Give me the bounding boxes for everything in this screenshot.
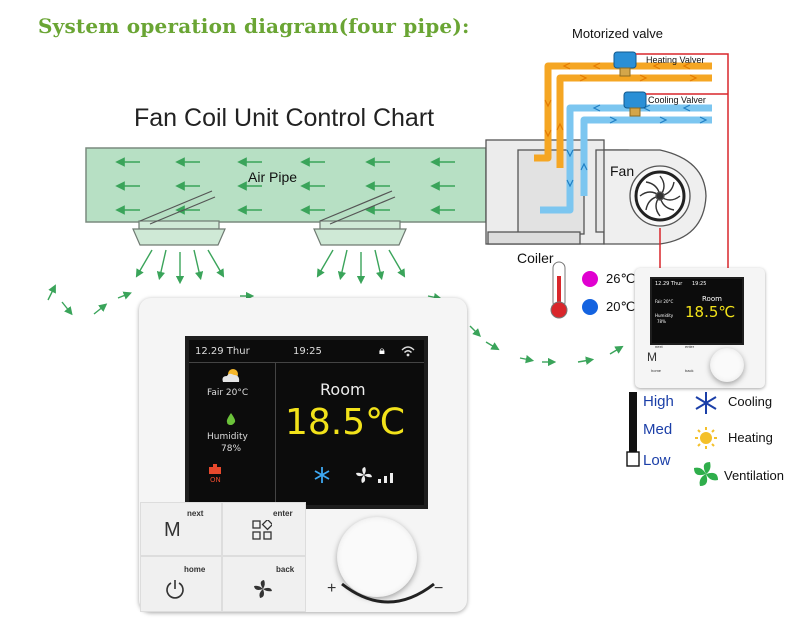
fan-back-icon (254, 580, 272, 598)
back-button[interactable] (222, 556, 306, 612)
screen-date: 12.29 Thur (195, 346, 250, 357)
header-title: System operation diagram(four pipe): (38, 14, 470, 38)
weather-cloud-icon (222, 369, 240, 382)
air-duct (85, 147, 487, 223)
m-glyph: M (164, 519, 181, 541)
screen-room-temperature: 18.5℃ (285, 402, 406, 443)
air-diffuser-right (313, 190, 407, 246)
dial-minus-label: − (434, 580, 444, 597)
heating-valve-graphic (613, 51, 637, 77)
thermostat-small-screen: 12.29 Thur 19:25 Fair 20°C Humidity 78% … (650, 277, 744, 345)
heating-valve-label: Heating Valver (646, 55, 705, 65)
small-screen-time: 19:25 (692, 281, 707, 287)
power-icon (166, 580, 184, 599)
lock-icon: 🔒︎ (379, 344, 385, 357)
humidity-drop-icon (226, 413, 236, 425)
screen-humidity-label: Humidity (207, 432, 248, 442)
heating-flow-arrows (544, 62, 698, 138)
hot-temp-dot (582, 271, 598, 287)
small-next-label: next (655, 344, 663, 349)
diagram-title: Fan Coil Unit Control Chart (134, 104, 435, 132)
small-screen-room-label: Room (702, 295, 722, 303)
return-air-arrows (47, 284, 624, 367)
small-home-label: home (651, 368, 662, 373)
control-wires (636, 53, 729, 268)
screen-fan-icon (356, 467, 372, 483)
enter-button[interactable] (222, 502, 306, 556)
m-next-button[interactable] (140, 502, 222, 556)
hot-temp-label: 26℃ (606, 271, 636, 286)
small-back-label: back (685, 368, 694, 373)
small-enter-label: enter (685, 344, 695, 349)
small-screen-weather: Fair 20°C (655, 299, 674, 304)
cooling-valve-graphic (623, 91, 647, 117)
motorized-valve-label: Motorized valve (572, 26, 664, 41)
heating-sun-icon (695, 427, 717, 449)
screen-fan-speed-bars (378, 473, 393, 483)
fan-housing (603, 149, 707, 245)
small-screen-humidity-value: 78% (657, 319, 666, 324)
small-screen-temperature: 18.5℃ (685, 303, 736, 321)
screen-humidity-value: 78% (221, 444, 242, 454)
screen-room-label: Room (320, 380, 366, 399)
air-pipe-label: Air Pipe (248, 169, 298, 185)
ventilation-fan-icon (694, 462, 718, 486)
fan-speed-med-label: Med (643, 421, 673, 438)
heating-mode-label: Heating (728, 430, 773, 445)
cold-temp-dot (582, 299, 598, 315)
air-diffuser-left (132, 190, 226, 246)
cooling-valve-label: Cooling Valver (648, 95, 706, 105)
next-label: next (187, 509, 204, 518)
screen-heat-status: ON (210, 476, 221, 484)
fan-speed-low-label: Low (643, 452, 671, 469)
back-label: back (276, 565, 295, 574)
dial-arc (341, 582, 435, 604)
screen-cooling-icon (314, 467, 330, 483)
wifi-icon (401, 346, 415, 357)
cooling-snowflake-icon (695, 392, 717, 414)
screen-weather: Fair 20°C (207, 388, 249, 398)
screen-time: 19:25 (293, 346, 322, 357)
cooling-mode-label: Cooling (728, 394, 773, 409)
enter-label: enter (273, 509, 293, 518)
dial-plus-label: + (327, 580, 337, 597)
menu-grid-icon (252, 520, 272, 540)
supply-air-arrows (135, 249, 406, 285)
cold-temp-label: 20℃ (606, 299, 636, 314)
home-label: home (184, 565, 206, 574)
thermometer-icon (550, 261, 568, 319)
small-temperature-dial[interactable] (710, 348, 744, 382)
fan-speed-high-label: High (643, 393, 674, 410)
small-screen-humidity: Humidity (655, 313, 674, 318)
ventilation-mode-label: Ventilation (724, 468, 784, 483)
heating-valve-status-icon (209, 464, 221, 474)
thermostat-screen: 12.29 Thur 19:25 🔒︎ Fair 20°C Humidity 7… (185, 336, 428, 509)
duct-airflow-arrows (115, 157, 455, 215)
coiler-label: Coiler (517, 250, 554, 266)
temperature-dial[interactable] (337, 517, 417, 597)
small-m-glyph: M (647, 350, 657, 364)
fan-label: Fan (610, 163, 635, 179)
small-screen-date: 12.29 Thur (655, 281, 683, 287)
fan-speed-slider (626, 392, 640, 467)
